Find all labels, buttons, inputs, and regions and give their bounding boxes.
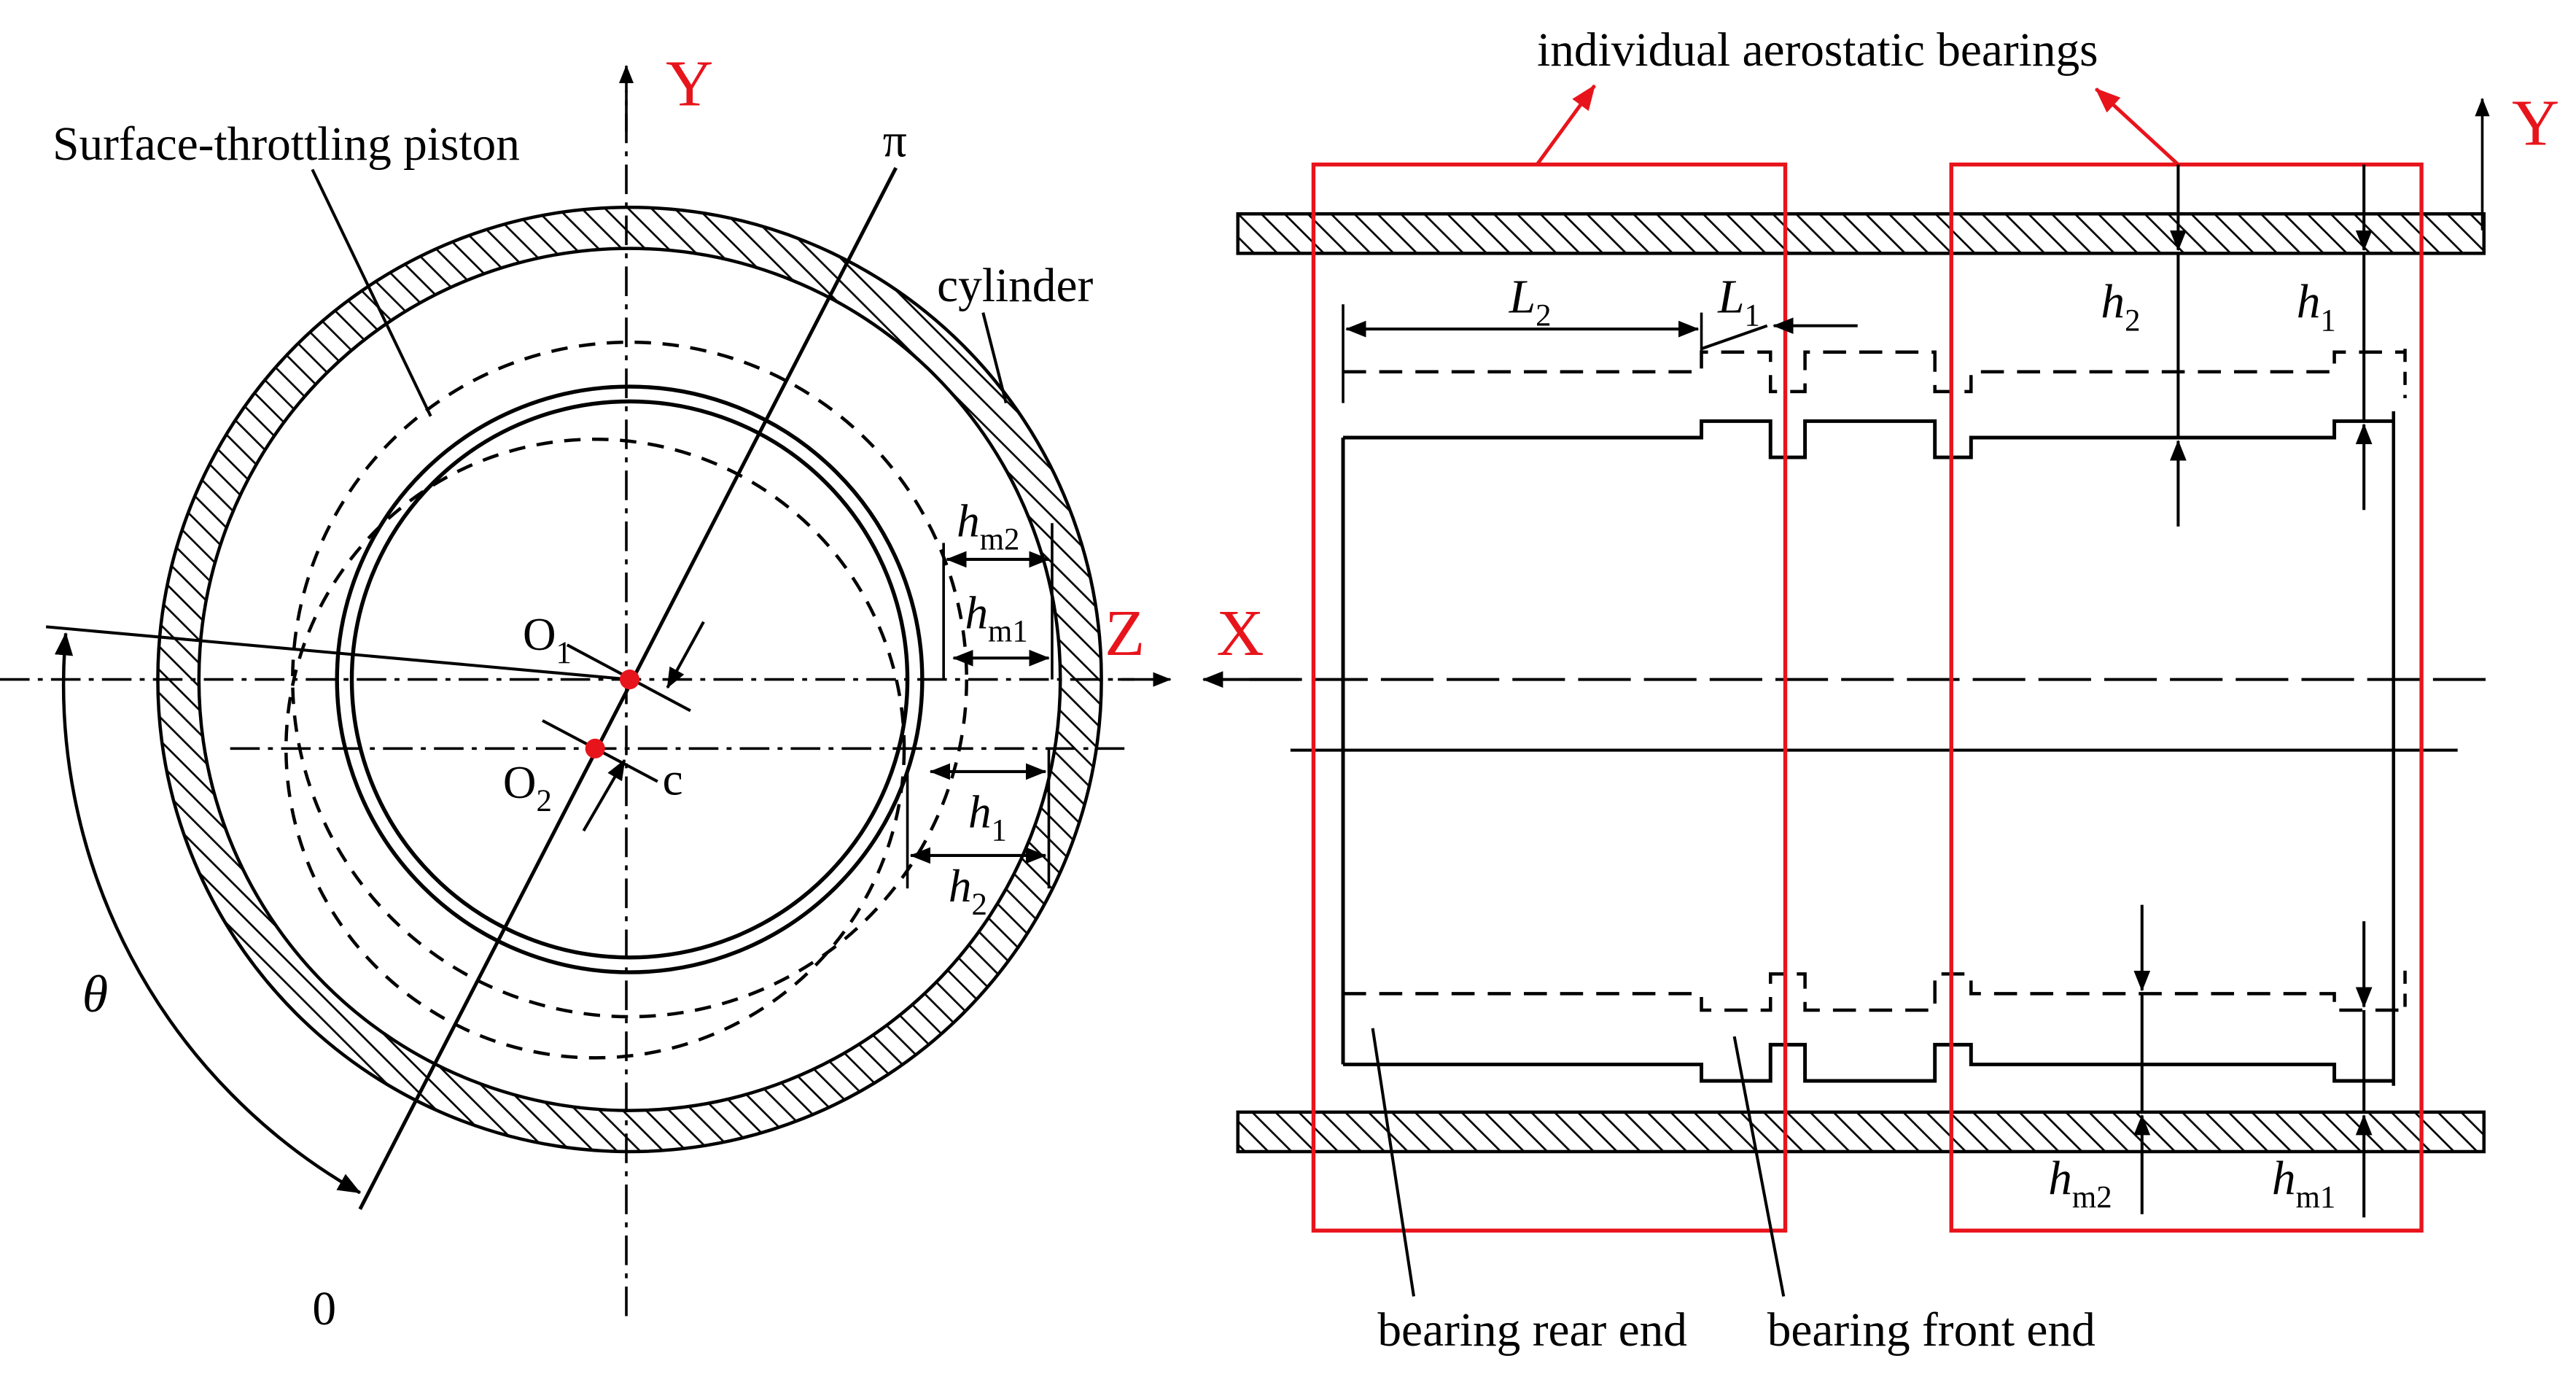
front-leader xyxy=(1732,1036,1786,1297)
top-wall xyxy=(1236,212,2486,255)
rhm1-label: hm1 xyxy=(2272,1153,2335,1215)
cylinder-leader xyxy=(981,312,1008,404)
bottom-wall xyxy=(1236,1110,2486,1154)
label-arrow-rear xyxy=(1536,84,1596,166)
hm2-label: hm2 xyxy=(957,495,1019,556)
l2-label: L2 xyxy=(1509,271,1552,333)
eccentricity-arrow-top xyxy=(666,621,705,689)
o1-label: O1 xyxy=(523,609,572,670)
cylinder-label: cylinder xyxy=(937,260,1093,312)
piston-leader xyxy=(311,168,432,417)
bottom-solid-profile xyxy=(1343,1042,2394,1083)
rh1-label: h1 xyxy=(2297,276,2336,338)
theta-label: θ xyxy=(82,965,108,1023)
pi-label: π xyxy=(883,115,907,167)
bearing-front-box xyxy=(1949,162,2424,1233)
bearing-rear-box xyxy=(1311,162,1788,1233)
front-end-label: bearing front end xyxy=(1767,1304,2096,1357)
z-axis-label: Z xyxy=(1105,597,1145,670)
h1-label: h1 xyxy=(968,787,1007,848)
y-axis-label-right: Y xyxy=(2512,86,2559,159)
center-o1-dot xyxy=(619,670,640,690)
individual-bearings-label: individual aerostatic bearings xyxy=(1537,24,2098,77)
zero-label: 0 xyxy=(312,1283,336,1335)
rear-end-label: bearing rear end xyxy=(1377,1304,1687,1357)
bottom-dashed-profile xyxy=(1343,972,2405,1012)
rhm2-label: hm2 xyxy=(2048,1153,2112,1215)
eccentricity-arrow-bottom xyxy=(582,759,626,832)
l1-label: L1 xyxy=(1717,271,1760,333)
x-axis-label: X xyxy=(1216,597,1264,670)
l1-arrow-left xyxy=(1700,324,1768,351)
y-axis-label-left: Y xyxy=(666,47,713,120)
rear-leader xyxy=(1371,1028,1415,1297)
piston-outer-dashed xyxy=(291,340,968,1019)
rh2-label: h2 xyxy=(2101,276,2140,338)
c-label: c xyxy=(663,753,683,804)
top-solid-profile xyxy=(1343,419,2394,459)
top-dashed-profile xyxy=(1343,350,2405,394)
center-o2-dot xyxy=(585,738,605,759)
hm1-label: hm1 xyxy=(965,588,1027,649)
piston-label: Surface-throttling piston xyxy=(52,118,520,171)
o2-label: O2 xyxy=(503,757,552,818)
longitudinal-view: individual aerostatic bearings L2 L1 h2 … xyxy=(1202,24,2559,1357)
h2-label: h2 xyxy=(949,861,987,922)
cross-section-view: Surface-throttling piston cylinder π 0 θ… xyxy=(0,47,1172,1335)
theta-arc xyxy=(55,632,362,1195)
label-arrow-front xyxy=(2094,87,2180,166)
